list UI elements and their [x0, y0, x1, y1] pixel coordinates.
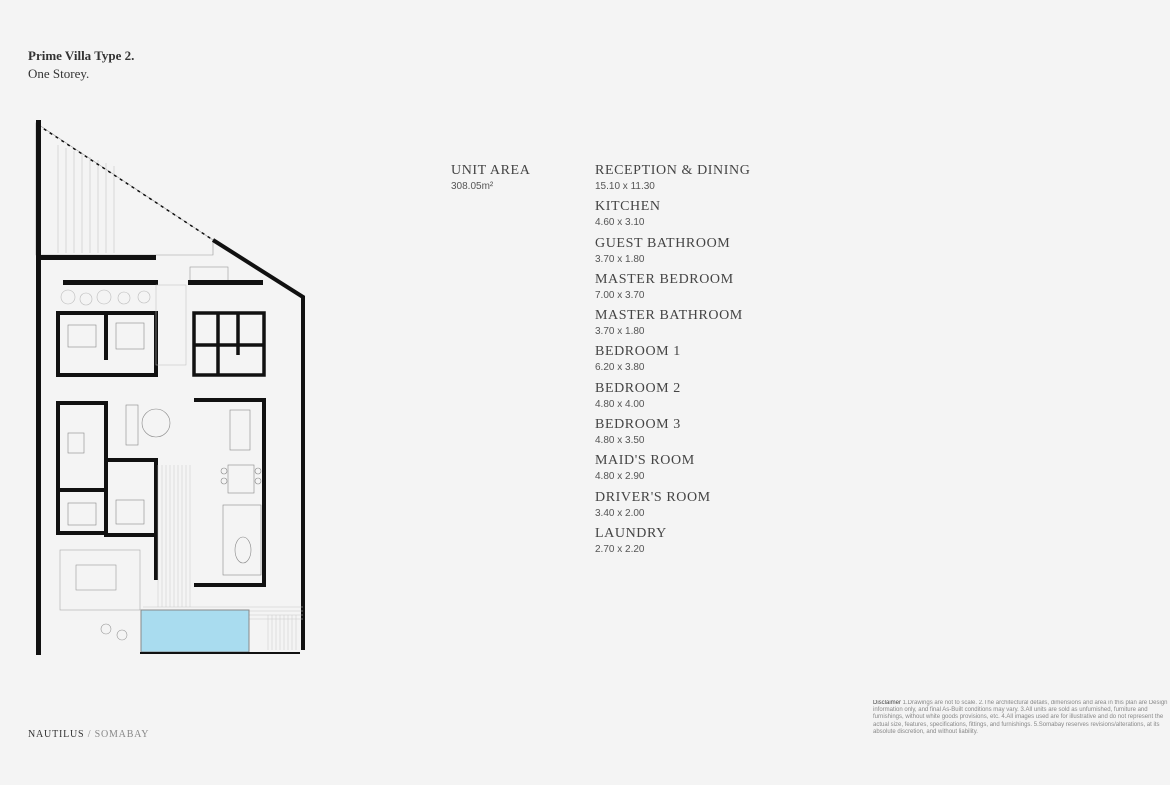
list-item: BEDROOM 1 6.20 x 3.80: [595, 344, 750, 380]
brand-location: SOMABAY: [94, 729, 150, 740]
room-size: 2.70 x 2.20: [595, 543, 645, 555]
room-name: BEDROOM 3: [595, 417, 681, 433]
page-title: Prime Villa Type 2.: [28, 48, 135, 63]
outdoor-lounge: [59, 549, 141, 611]
room-name: MASTER BEDROOM: [595, 271, 734, 287]
entry-planter: [189, 266, 229, 282]
list-item: MAID'S ROOM 4.80 x 2.90: [595, 453, 750, 489]
room-size: 4.80 x 4.00: [595, 398, 645, 410]
room-size: 4.60 x 3.10: [595, 217, 645, 229]
room-list: RECEPTION & DINING 15.10 x 11.30 KITCHEN 4…: [595, 163, 750, 562]
garden-wedge: [35, 120, 214, 260]
list-item: BEDROOM 3 4.80 x 3.50: [595, 417, 750, 453]
room-size: 7.00 x 3.70: [595, 289, 645, 301]
room-name: BEDROOM 2: [595, 380, 681, 396]
unit-area-value: 308.05m²: [451, 181, 494, 192]
room-size: 4.80 x 3.50: [595, 435, 645, 447]
room-size: 15.10 x 11.30: [595, 181, 655, 192]
room-name: BEDROOM 1: [595, 344, 681, 360]
unit-area-label: UNIT AREA: [451, 163, 531, 178]
room-name: RECEPTION & DINING: [595, 163, 751, 178]
boundary-wall-top: [36, 255, 156, 260]
room-name: MASTER BATHROOM: [595, 308, 743, 324]
list-item: RECEPTION & DINING 15.10 x 11.30: [595, 163, 750, 199]
service-block: [192, 311, 266, 377]
list-item: GUEST BATHROOM 3.70 x 1.80: [595, 236, 750, 272]
room-size: 3.70 x 1.80: [595, 326, 645, 338]
unit-area: UNIT AREA 308.05m²: [451, 163, 530, 193]
list-item: BEDROOM 2 4.80 x 4.00: [595, 381, 750, 417]
room-name: KITCHEN: [595, 199, 661, 215]
brand-name: NAUTILUS: [28, 729, 85, 740]
boundary-wall-left: [36, 255, 41, 655]
page-subtitle: One Storey.: [28, 66, 90, 81]
list-item: DRIVER'S ROOM 3.40 x 2.00: [595, 490, 750, 526]
list-item: LAUNDRY 2.70 x 2.20: [595, 526, 750, 562]
swimming-pool: [140, 609, 250, 653]
living-block: [154, 398, 266, 587]
room-name: DRIVER'S ROOM: [595, 489, 711, 505]
room-name: GUEST BATHROOM: [595, 235, 731, 251]
room-name: LAUNDRY: [595, 525, 667, 541]
disclaimer-label: Disclaimer: [873, 700, 902, 706]
list-item: MASTER BATHROOM 3.70 x 1.80: [595, 308, 750, 344]
room-size: 6.20 x 3.80: [595, 362, 645, 374]
living-furniture: [125, 404, 262, 576]
room-size: 3.70 x 1.80: [595, 253, 645, 265]
disclaimer-text: 1.Drawings are not to scale. 2.The archi…: [873, 700, 1168, 735]
room-name: MAID'S ROOM: [595, 453, 695, 469]
room-size: 4.80 x 2.90: [595, 471, 645, 483]
footer-brand: NAUTILUS / SOMABAY: [28, 729, 149, 740]
garden-strip: [60, 289, 151, 306]
room-size: 3.40 x 2.00: [595, 507, 645, 519]
floor-plan: [35, 120, 305, 655]
list-item: MASTER BEDROOM 7.00 x 3.70: [595, 272, 750, 308]
brand-separator: /: [84, 729, 95, 740]
list-item: KITCHEN 4.60 x 3.10: [595, 199, 750, 235]
boundary-wall-right: [211, 238, 305, 650]
bedroom-wing: [56, 311, 158, 537]
disclaimer: Disclaimer 1.Drawings are not to scale. …: [873, 700, 1170, 736]
